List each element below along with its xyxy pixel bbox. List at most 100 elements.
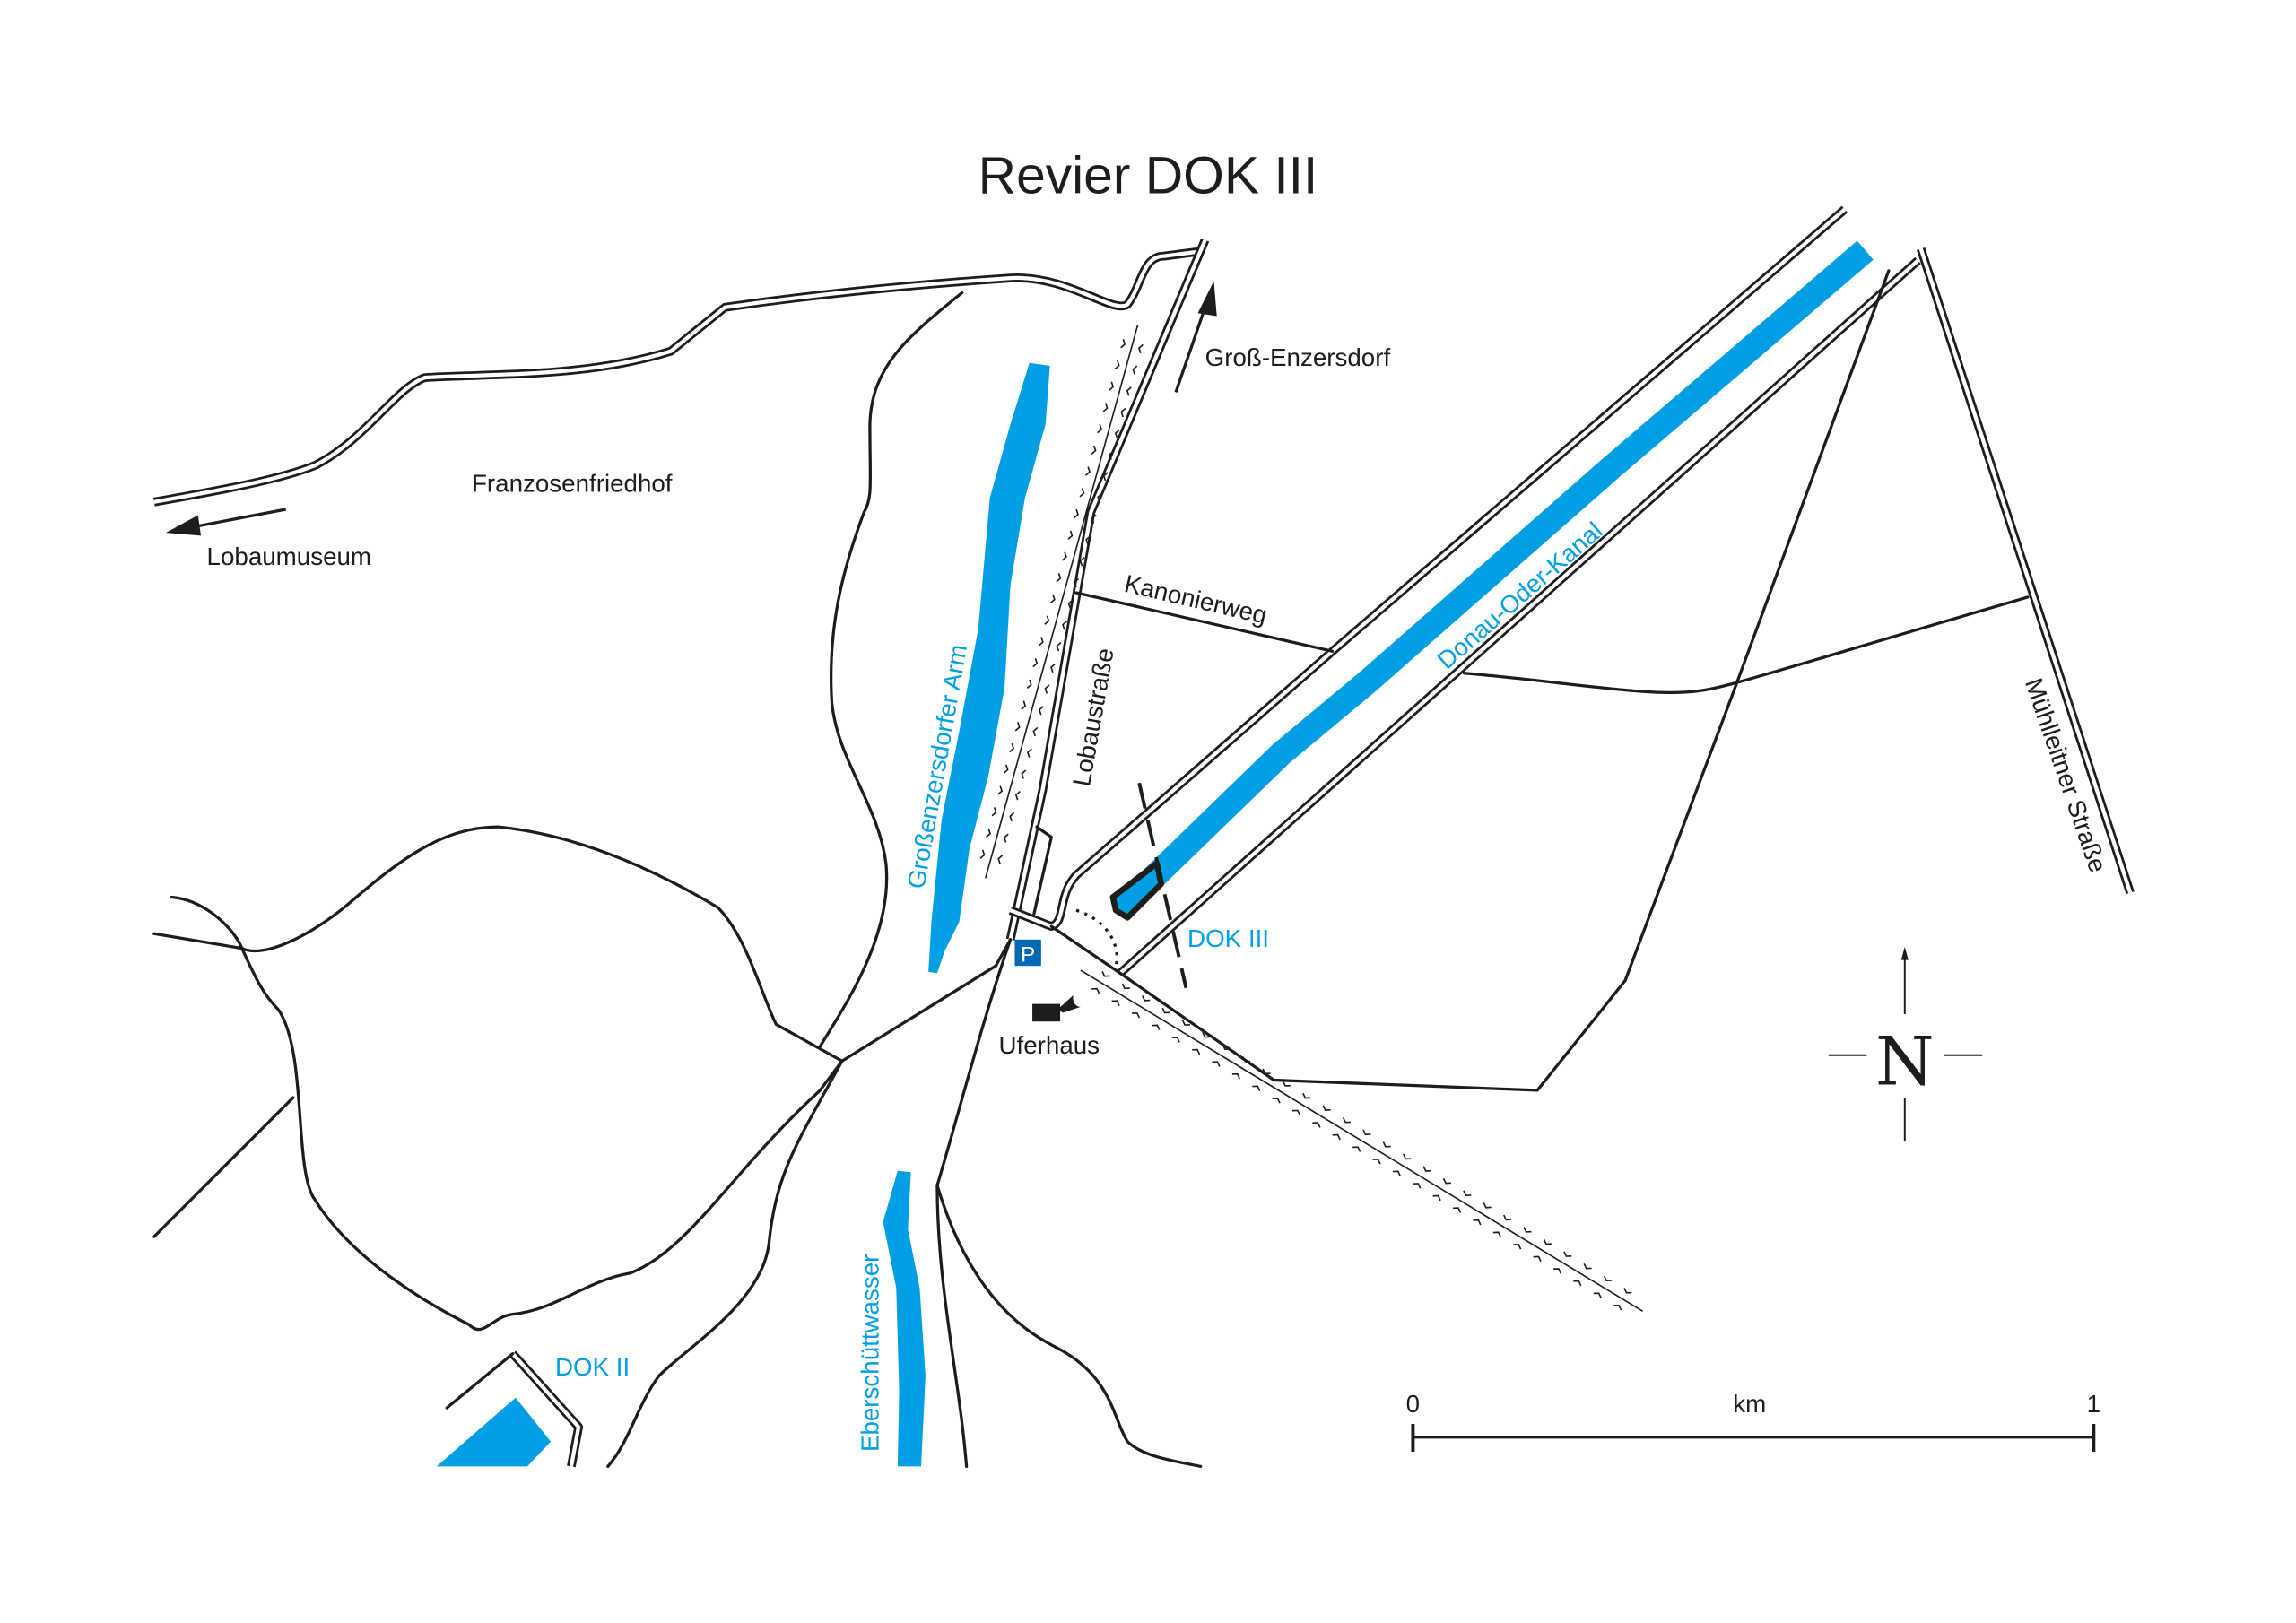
- dike-hatch-mark: [1049, 594, 1056, 604]
- dike-hatch-mark: [1473, 1219, 1482, 1226]
- dike-hatch-mark: [1085, 535, 1091, 545]
- dike-hatch-mark: [1137, 343, 1144, 354]
- dike-hatch-mark: [979, 849, 986, 859]
- dike-hatch-mark: [1272, 1098, 1281, 1104]
- dike-hatch-mark: [1332, 1133, 1341, 1141]
- dike-hatch-mark: [1623, 1288, 1632, 1294]
- dike-hatch-mark: [991, 807, 997, 817]
- grossenzersdorfer-arm-water: [928, 362, 1050, 974]
- label-dok3: DOK III: [1187, 924, 1269, 952]
- dike-hatch-mark: [1292, 1109, 1301, 1116]
- dike-hatch-mark: [1102, 403, 1109, 412]
- parking-icon: [1014, 939, 1041, 967]
- arrow-lobaumuseum-icon: [165, 508, 286, 536]
- north-arrow-icon: [1828, 946, 1983, 1142]
- dike-hatch-mark: [1056, 573, 1062, 583]
- label-eberschuettwasser: Eberschüttwasser: [857, 1254, 884, 1452]
- dike-hatch-mark: [1533, 1255, 1542, 1263]
- dike-hatch-mark: [1062, 621, 1068, 630]
- dike-hatch-mark: [1523, 1227, 1532, 1233]
- label-uferhaus: Uferhaus: [999, 1031, 1100, 1059]
- dike-hatch-mark: [1453, 1207, 1462, 1213]
- eberschuettwasser-water: [883, 1170, 926, 1467]
- dike-hatch-mark: [1091, 514, 1097, 524]
- dike-hatch-mark: [1044, 684, 1050, 694]
- dike-hatch-mark: [1067, 530, 1074, 540]
- dike-hatch-mark: [1583, 1263, 1592, 1270]
- compass-north-label: N: [1875, 1021, 1935, 1100]
- dike-hatch-mark: [1181, 1020, 1190, 1026]
- dike-hatch-mark: [1079, 488, 1085, 498]
- dike-hatch-mark: [1121, 983, 1130, 990]
- dike-hatch-mark: [1382, 1141, 1391, 1148]
- dike-hatch-mark: [1109, 381, 1115, 391]
- dike-hatch-mark: [1032, 726, 1039, 737]
- dike-hatch-mark: [1392, 1170, 1402, 1177]
- dike-hatch-mark: [1282, 1081, 1291, 1087]
- dike-line: [985, 325, 1139, 879]
- parking-letter: P: [1021, 942, 1035, 967]
- paths: [152, 269, 2030, 1468]
- dike-hatch-mark: [1142, 995, 1151, 1002]
- canal-water: [1126, 240, 1874, 905]
- dike-hatch-mark: [1014, 722, 1021, 732]
- dike-hatch-mark: [1097, 492, 1103, 503]
- dike-hatch-mark: [1352, 1146, 1361, 1152]
- dike-hatch-mark: [1442, 1177, 1451, 1185]
- dike-hatch-mark: [1342, 1116, 1352, 1124]
- dike-hatch-mark: [1543, 1238, 1552, 1245]
- dike-hatch-mark: [1038, 706, 1044, 716]
- dike-hatch-mark: [1573, 1280, 1582, 1287]
- dike-hatch-mark: [1091, 987, 1100, 994]
- dike-hatch-mark: [1044, 615, 1050, 625]
- dike-hatch-mark: [1003, 833, 1009, 843]
- dike-hatch-mark: [1483, 1202, 1492, 1209]
- dike-hatch-mark: [1171, 1037, 1180, 1043]
- dike-hatch-mark: [1192, 1048, 1201, 1055]
- dike-lobau: [979, 325, 1144, 879]
- dike-hatch-mark: [1413, 1183, 1422, 1189]
- dike-hatch-mark: [1097, 423, 1103, 434]
- label-franzosenfriedhof: Franzosenfriedhof: [472, 469, 673, 497]
- scale-end: 1: [2087, 1390, 2100, 1418]
- dike-hatch-mark: [1056, 641, 1062, 652]
- dike-hatch-mark: [1050, 663, 1056, 673]
- arrow-gross-enzersdorf-icon: [1174, 281, 1217, 393]
- dike-hatch-mark: [1061, 551, 1067, 561]
- dike-hatch-mark: [1131, 1011, 1141, 1019]
- dike-hatch-mark: [1074, 577, 1080, 588]
- dike-hatch-mark: [997, 785, 1004, 795]
- dike-hatch-mark: [1241, 1056, 1251, 1063]
- dike-hatch-mark: [1120, 339, 1126, 349]
- dike-hatch-mark: [1513, 1244, 1522, 1250]
- dike-hatch-mark: [1322, 1105, 1331, 1111]
- dike-hatch-mark: [1432, 1194, 1441, 1202]
- label-lobaustrasse: Lobaustraße: [1067, 646, 1119, 788]
- dike-hatch-mark: [1202, 1031, 1211, 1038]
- label-dok2: DOK II: [555, 1353, 630, 1381]
- dike-hatch-mark: [1231, 1072, 1240, 1080]
- dike-hatch-mark: [1372, 1158, 1381, 1165]
- dike-hatch-mark: [1463, 1190, 1472, 1196]
- uferhaus-icon: [1032, 994, 1081, 1022]
- dike-southeast: [1080, 969, 1644, 1313]
- dike-hatch-mark: [1120, 407, 1126, 418]
- dike-hatch-mark: [1563, 1251, 1572, 1257]
- map-title: Revier DOK III: [978, 146, 1318, 204]
- dike-hatch-mark: [1222, 1044, 1231, 1051]
- dike-hatch-mark: [1091, 445, 1097, 456]
- dike-hatch-mark: [1085, 466, 1091, 476]
- dike-hatch-mark: [1422, 1166, 1431, 1172]
- dike-hatch-mark: [1492, 1231, 1501, 1237]
- dike-hatch-mark: [1109, 450, 1115, 460]
- dike-hatch-mark: [1613, 1304, 1622, 1311]
- dike-hatch-mark: [1021, 769, 1027, 779]
- dike-hatch-mark: [1312, 1122, 1321, 1128]
- dike-hatch-mark: [1003, 764, 1009, 774]
- dike-hatch-mark: [1152, 1024, 1161, 1031]
- dok2-water: [436, 1397, 552, 1467]
- scale-unit: km: [1733, 1390, 1766, 1418]
- dike-hatch-mark: [1021, 700, 1027, 710]
- label-gross-enzersdorf: Groß-Enzersdorf: [1205, 343, 1391, 371]
